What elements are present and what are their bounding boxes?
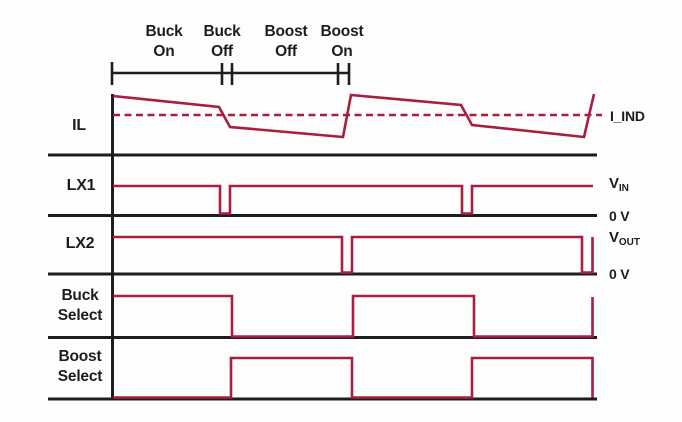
lx2-waveform bbox=[113, 235, 594, 274]
row-label-buck-select-line2: Select bbox=[57, 307, 103, 324]
level-label-vin: VIN bbox=[609, 176, 629, 194]
row-label-boost-select: Boost Select bbox=[57, 347, 103, 387]
row-label-buck-select: Buck Select bbox=[57, 286, 103, 326]
row-label-lx2: LX2 bbox=[65, 235, 95, 252]
phase-label-buck-on: Buck On bbox=[145, 22, 182, 62]
row-label-buck-select-line1: Buck bbox=[61, 287, 99, 304]
phase-label-buck-off-line2: Off bbox=[211, 43, 233, 60]
phase-label-boost-off-line2: Off bbox=[275, 43, 297, 60]
phase-label-boost-off: Boost Off bbox=[265, 22, 308, 62]
phase-label-buck-off-line1: Buck bbox=[203, 23, 241, 40]
row-label-boost-select-line2: Select bbox=[57, 368, 103, 385]
il-waveform bbox=[112, 93, 596, 139]
level-label-i-ind: I_IND bbox=[610, 108, 645, 124]
level-label-lx2-zero: 0 V bbox=[609, 266, 630, 282]
level-label-vout: VOUT bbox=[609, 230, 640, 248]
level-label-vout-base: V bbox=[609, 229, 619, 246]
row-label-boost-select-line1: Boost bbox=[58, 348, 102, 365]
phase-label-buck-off: Buck Off bbox=[203, 22, 240, 62]
level-label-vin-base: V bbox=[609, 175, 619, 192]
lx1-waveform bbox=[113, 184, 593, 215]
phase-label-boost-off-line1: Boost bbox=[264, 23, 308, 40]
level-label-vin-sub: IN bbox=[618, 183, 629, 194]
phase-label-buck-on-line2: On bbox=[153, 43, 175, 60]
phase-label-boost-on-line1: Boost bbox=[320, 23, 364, 40]
buck-select-waveform bbox=[113, 294, 594, 338]
phase-label-boost-on-line2: On bbox=[331, 43, 353, 60]
row-label-il: IL bbox=[72, 117, 86, 134]
level-label-lx1-zero: 0 V bbox=[609, 208, 630, 224]
level-label-vout-sub: OUT bbox=[618, 237, 640, 248]
phase-label-buck-on-line1: Buck bbox=[145, 23, 183, 40]
phase-label-boost-on: Boost On bbox=[321, 22, 364, 62]
boost-select-waveform bbox=[113, 356, 594, 399]
row-label-lx1: LX1 bbox=[66, 177, 96, 194]
